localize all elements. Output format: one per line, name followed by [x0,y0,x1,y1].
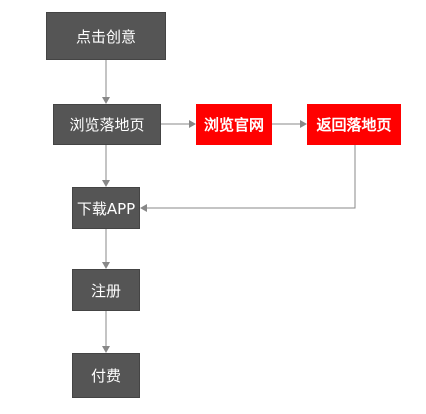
arrowhead-down-icon [102,180,110,187]
node-label: 浏览落地页 [69,116,145,134]
node-download-app: 下载APP [72,187,140,229]
node-label: 付费 [90,367,121,385]
node-register: 注册 [72,269,140,311]
arrowhead-down-icon [102,97,110,104]
node-label: 注册 [90,281,121,300]
node-browse-landing: 浏览落地页 [53,104,161,145]
node-click-creative: 点击创意 [46,12,166,60]
node-pay: 付费 [72,353,140,398]
arrowhead-right-icon [300,120,307,128]
node-return-landing: 返回落地页 [307,104,401,145]
node-label: 浏览官网 [203,116,264,134]
node-browse-official: 浏览官网 [196,104,272,145]
arrowhead-left-icon [140,204,147,212]
arrowhead-down-icon [102,262,110,269]
arrowhead-right-icon [189,120,196,128]
node-label: 点击创意 [75,27,136,46]
arrowhead-down-icon [102,346,110,353]
edge-return-to-download [147,145,356,209]
node-label: 返回落地页 [316,116,392,134]
node-label: 下载APP [76,199,136,218]
